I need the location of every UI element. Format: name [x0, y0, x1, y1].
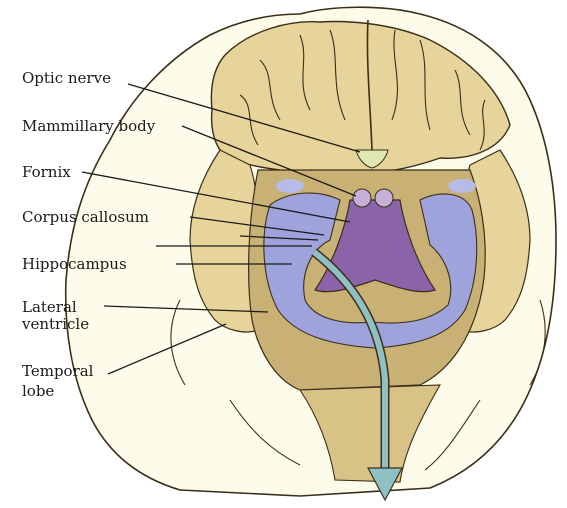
label-temporal-lobe-line1: Temporal — [22, 363, 93, 380]
label-lateral-ventricle-line1: Lateral — [22, 299, 77, 316]
label-hippocampus: Hippocampus — [22, 256, 127, 273]
mammillary-body-right — [375, 189, 393, 207]
label-fornix: Fornix — [22, 164, 71, 181]
label-mammillary-body: Mammillary body — [22, 118, 155, 135]
label-lateral-ventricle-line2: ventricle — [22, 316, 89, 333]
mammillary-body-left — [353, 189, 371, 207]
label-temporal-lobe-line2: lobe — [22, 383, 54, 400]
left-blue-accent — [276, 179, 304, 193]
right-blue-accent — [448, 179, 476, 193]
label-corpus-callosum: Corpus callosum — [22, 209, 149, 226]
label-optic-nerve: Optic nerve — [22, 70, 111, 87]
